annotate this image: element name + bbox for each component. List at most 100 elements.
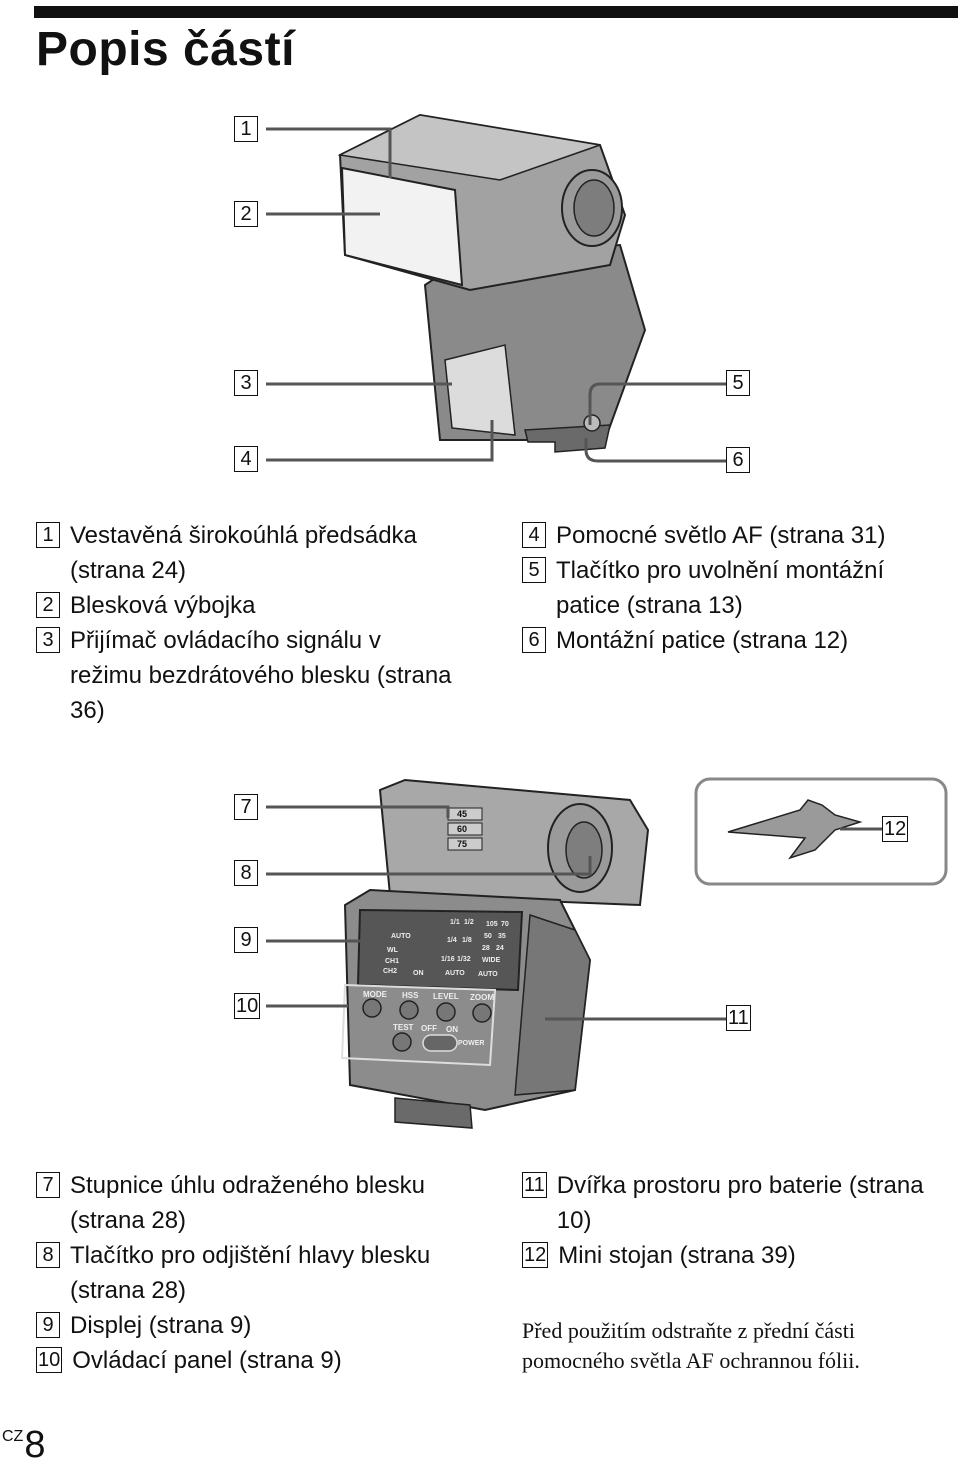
legend-text: Dvířka prostoru pro baterie (strana 10)	[556, 1172, 924, 1234]
legend-number: 3	[36, 627, 60, 653]
legend-number: 10	[36, 1347, 63, 1373]
flash-back-illustration	[266, 777, 948, 1129]
zoom-value: 105	[486, 921, 498, 928]
legend-text: Tlačítko pro odjištění hlavy blesku (str…	[70, 1242, 431, 1304]
legend-number: 12	[522, 1242, 549, 1268]
display-wl: WL	[387, 947, 398, 954]
callout-number: 3	[234, 370, 258, 396]
callout-3: 3	[234, 370, 268, 396]
callout-number: 1	[234, 116, 258, 142]
callout-number: 12	[882, 816, 909, 842]
level-button[interactable]: LEVEL	[433, 992, 459, 1001]
display-auto: AUTO	[391, 933, 411, 940]
mode-button[interactable]: MODE	[363, 990, 387, 999]
legend-number: 2	[36, 592, 60, 618]
header-rule	[34, 6, 958, 18]
zoom-value: 70	[501, 921, 509, 928]
zoom-value: WIDE	[482, 957, 501, 964]
legend-bottom-right: 11 Dvířka prostoru pro baterie (strana 10…	[522, 1168, 942, 1273]
switch-off[interactable]: OFF	[421, 1024, 437, 1033]
ratio: 1/8	[462, 937, 472, 944]
legend-item: 10 Ovládací panel (strana 9)	[36, 1343, 456, 1378]
legend-text: Stupnice úhlu odraženého blesku (strana …	[70, 1172, 425, 1234]
callout-2: 2	[234, 201, 268, 227]
af-light-note: Před použitím odstraňte z přední části p…	[522, 1318, 860, 1373]
display-ch1: CH1	[385, 958, 400, 965]
display-auto-3: AUTO	[478, 971, 498, 978]
page-title: Popis částí	[36, 23, 295, 76]
legend-text: Displej (strana 9)	[70, 1312, 252, 1339]
callout-12: 12	[882, 816, 918, 842]
legend-text: Blesková výbojka	[70, 592, 256, 619]
legend-number: 9	[36, 1312, 60, 1338]
callout-number: 10	[234, 993, 261, 1019]
legend-number: 8	[36, 1242, 60, 1268]
zoom-value: 50	[484, 933, 492, 940]
legend-number: 5	[522, 557, 546, 583]
scale-mark: 45	[457, 809, 468, 819]
display-ch2: CH2	[383, 968, 398, 975]
legend-number: 11	[522, 1172, 547, 1198]
legend-text: Mini stojan (strana 39)	[558, 1242, 796, 1269]
callout-10: 10	[234, 993, 270, 1019]
zoom-value: 28	[482, 945, 490, 952]
ratio: 1/2	[464, 919, 474, 926]
callout-number: 5	[726, 370, 750, 396]
scale-mark: 60	[457, 824, 468, 834]
callout-number: 6	[726, 447, 750, 473]
ratio: 1/16	[441, 956, 455, 963]
callout-6: 6	[726, 447, 760, 473]
legend-top-right: 4 Pomocné světlo AF (strana 31) 5 Tlačítko…	[522, 518, 952, 658]
legend-item: 11 Dvířka prostoru pro baterie (strana 10…	[522, 1168, 942, 1238]
control-panel-labels: MODE HSS LEVEL ZOOM TEST OFF ON POWER	[360, 990, 500, 1050]
callout-number: 2	[234, 201, 258, 227]
callout-number: 7	[234, 794, 258, 820]
ratio: 1/1	[450, 919, 460, 926]
power-label: POWER	[458, 1040, 485, 1047]
flash-front-illustration	[266, 113, 726, 463]
callout-11: 11	[726, 1005, 761, 1031]
legend-bottom-left: 7 Stupnice úhlu odraženého blesku (strana…	[36, 1168, 456, 1378]
zoom-value: 24	[496, 945, 504, 952]
callout-8: 8	[234, 860, 268, 886]
legend-item: 3 Přijímač ovládacího signálu v režimu be…	[36, 623, 456, 728]
legend-item: 7 Stupnice úhlu odraženého blesku (strana…	[36, 1168, 456, 1238]
callout-9: 9	[234, 927, 268, 953]
legend-text: Pomocné světlo AF (strana 31)	[556, 522, 886, 549]
display-auto-2: AUTO	[445, 970, 465, 977]
zoom-button[interactable]: ZOOM	[470, 993, 494, 1002]
legend-number: 1	[36, 522, 60, 548]
test-button[interactable]: TEST	[393, 1023, 414, 1032]
legend-number: 7	[36, 1172, 60, 1198]
legend-item: 5 Tlačítko pro uvolnění montážní patice (…	[522, 553, 952, 623]
ratio: 1/4	[447, 937, 457, 944]
switch-on[interactable]: ON	[446, 1025, 458, 1034]
display-on: ON	[413, 970, 424, 977]
bounce-scale: 45 60 75	[457, 807, 467, 852]
hss-button[interactable]: HSS	[402, 991, 419, 1000]
lcd-display: AUTO WL CH1 CH2 ON AUTO AUTO 1/1 1/2 1/4…	[365, 915, 520, 985]
legend-item: 9 Displej (strana 9)	[36, 1308, 456, 1343]
legend-text: Montážní patice (strana 12)	[556, 627, 849, 654]
legend-item: 12 Mini stojan (strana 39)	[522, 1238, 942, 1273]
page-number-block: CZ8	[2, 1424, 45, 1467]
callout-7: 7	[234, 794, 268, 820]
legend-item: 8 Tlačítko pro odjištění hlavy blesku (st…	[36, 1238, 456, 1308]
legend-text: Ovládací panel (strana 9)	[72, 1347, 342, 1374]
legend-text: Tlačítko pro uvolnění montážní patice (s…	[556, 557, 885, 619]
legend-item: 4 Pomocné světlo AF (strana 31)	[522, 518, 952, 553]
callout-4: 4	[234, 446, 268, 472]
ratio: 1/32	[457, 956, 471, 963]
callout-1: 1	[234, 116, 268, 142]
callout-number: 4	[234, 446, 258, 472]
callout-number: 8	[234, 860, 258, 886]
legend-number: 4	[522, 522, 546, 548]
legend-text: Přijímač ovládacího signálu v režimu bez…	[70, 627, 452, 724]
page-number: 8	[24, 1424, 46, 1466]
callout-number: 11	[726, 1005, 751, 1031]
language-mark: CZ	[2, 1428, 24, 1445]
callout-5: 5	[726, 370, 760, 396]
